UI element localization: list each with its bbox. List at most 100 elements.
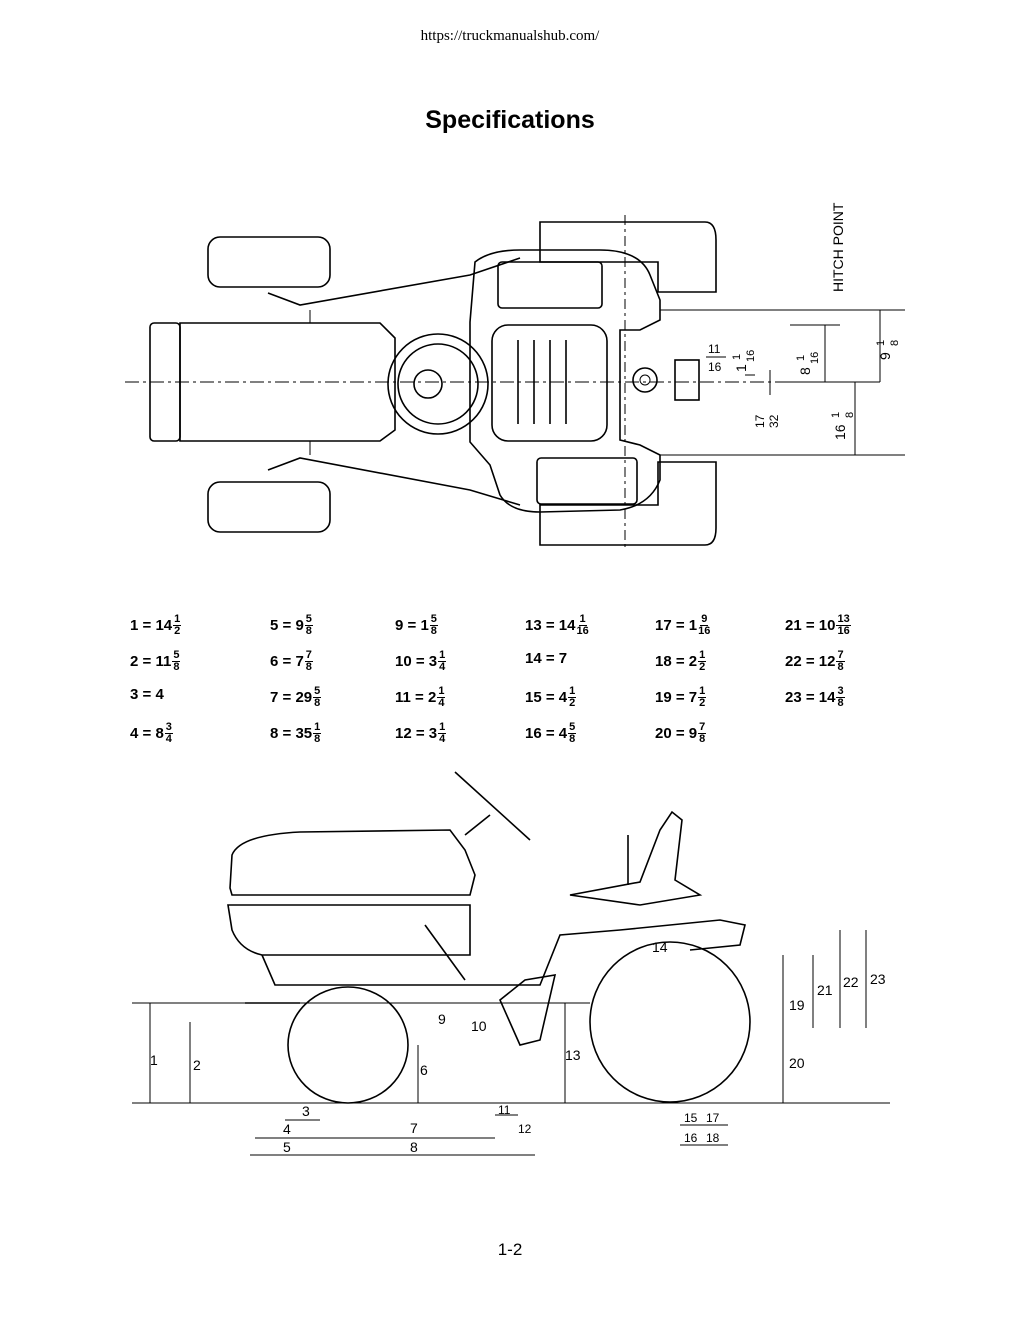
spec-equals: = bbox=[138, 617, 156, 634]
top-dim-16-1-8-den: 8 bbox=[844, 412, 856, 418]
dim-label-8: 8 bbox=[410, 1139, 418, 1155]
spec-numerator: 9 bbox=[700, 613, 709, 626]
spec-numerator: 5 bbox=[313, 685, 322, 698]
spec-whole: 3 bbox=[428, 725, 438, 742]
front-wheel-side bbox=[287, 986, 409, 1104]
spec-numerator: 1 bbox=[698, 649, 707, 662]
dim-label-2: 2 bbox=[193, 1057, 201, 1073]
spec-whole: 29 bbox=[295, 689, 313, 706]
dim-label-17: 17 bbox=[706, 1111, 720, 1125]
dim-label-7: 7 bbox=[410, 1120, 418, 1136]
dim-label-21: 21 bbox=[817, 982, 833, 998]
spec-numerator: 1 bbox=[568, 685, 577, 698]
spec-denominator: 8 bbox=[173, 661, 180, 673]
spec-denominator: 4 bbox=[438, 697, 445, 709]
spec-equals: = bbox=[278, 725, 296, 742]
spec-equals: = bbox=[410, 689, 428, 706]
spec-numerator: 1 bbox=[438, 649, 447, 662]
dim-label-13: 13 bbox=[565, 1047, 581, 1063]
spec-whole: 10 bbox=[818, 617, 836, 634]
spec-equals: = bbox=[138, 725, 156, 742]
spec-numerator: 3 bbox=[164, 721, 173, 734]
dim-label-14: 14 bbox=[652, 939, 668, 955]
top-dim-1-1-16-num: 1 bbox=[731, 354, 743, 360]
seat-side bbox=[569, 810, 703, 906]
spec-equals: = bbox=[138, 653, 156, 670]
spec-numerator: 3 bbox=[836, 685, 845, 698]
spec-denominator: 2 bbox=[699, 697, 706, 709]
spec-denominator: 8 bbox=[699, 733, 706, 745]
spec-equals: = bbox=[278, 653, 296, 670]
spec-denominator: 8 bbox=[569, 733, 576, 745]
spec-whole: 7 bbox=[558, 650, 568, 667]
spec-whole: 4 bbox=[558, 725, 568, 742]
seat bbox=[491, 324, 608, 442]
dim-label-19: 19 bbox=[789, 997, 805, 1013]
spec-equals: = bbox=[671, 653, 689, 670]
rear-wheel-side bbox=[589, 941, 751, 1103]
top-dim-16-1-8-whole: 16 bbox=[832, 424, 848, 440]
spec-equals: = bbox=[138, 686, 156, 703]
spec-numerator: 13 bbox=[836, 613, 851, 626]
front-right-wheel bbox=[207, 481, 331, 533]
top-dim-11-16-num: 11 bbox=[708, 342, 721, 356]
spec-numerator: 1 bbox=[438, 721, 447, 734]
frame-rail-left bbox=[267, 257, 521, 306]
spec-equals: = bbox=[278, 617, 296, 634]
page-title: Specifications bbox=[425, 106, 595, 134]
dim-label-5: 5 bbox=[283, 1139, 291, 1155]
spec-denominator: 4 bbox=[439, 661, 446, 673]
top-dim-16-1-8-num: 1 bbox=[830, 412, 842, 418]
spec-whole: 9 bbox=[295, 617, 304, 634]
spec-whole: 7 bbox=[688, 689, 698, 706]
steering-wheel-side bbox=[454, 771, 531, 841]
spec-numerator: 1 bbox=[437, 685, 446, 698]
spec-denominator: 2 bbox=[699, 661, 706, 673]
spec-whole: 8 bbox=[155, 725, 164, 742]
spec-numerator: 1 bbox=[313, 721, 322, 734]
spec-id: 20 bbox=[655, 725, 672, 742]
spec-equals: = bbox=[671, 725, 689, 742]
dim-label-15: 15 bbox=[684, 1111, 698, 1125]
spec-denominator: 4 bbox=[439, 733, 446, 745]
dim-label-12: 12 bbox=[518, 1122, 532, 1136]
hitch-point-label: HITCH POINT bbox=[830, 202, 846, 292]
spec-whole: 1 bbox=[688, 617, 698, 634]
hitch-plate bbox=[674, 359, 700, 401]
frame-rail-right bbox=[267, 457, 521, 506]
spec-equals: = bbox=[411, 725, 429, 742]
spec-equals: = bbox=[403, 617, 421, 634]
spec-id: 14 bbox=[525, 650, 542, 667]
spec-denominator: 8 bbox=[314, 697, 321, 709]
spec-denominator: 16 bbox=[698, 625, 711, 637]
source-url[interactable]: https://truckmanualshub.com/ bbox=[420, 28, 600, 44]
rear-right-wheel bbox=[539, 461, 717, 546]
dim-label-3: 3 bbox=[302, 1103, 310, 1119]
top-dim-8-1-16-den: 16 bbox=[809, 352, 821, 364]
top-dim-8-1-16-num: 1 bbox=[795, 355, 807, 361]
spec-numerator: 1 bbox=[578, 613, 587, 626]
spec-denominator: 8 bbox=[430, 625, 437, 637]
spec-numerator: 7 bbox=[304, 649, 313, 662]
spec-equals: = bbox=[801, 689, 819, 706]
spec-denominator: 2 bbox=[174, 625, 181, 637]
top-view-diagram: HITCH POINT 11 16 1 1 16 8 1 16 9 1 8 17… bbox=[125, 202, 905, 550]
